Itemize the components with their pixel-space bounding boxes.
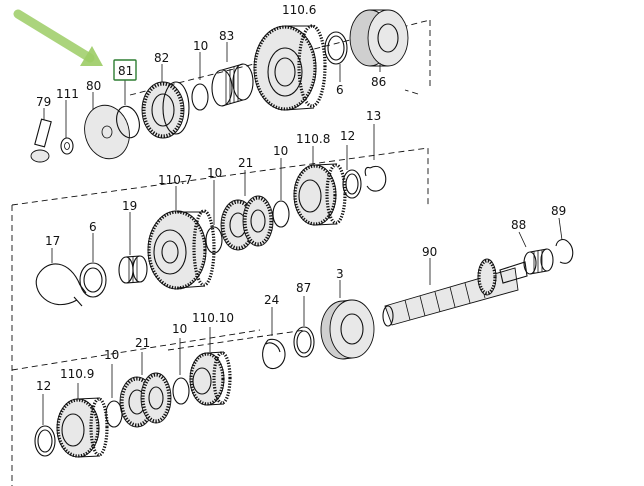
label-10-mid-left[interactable]: 10	[207, 166, 222, 180]
part-6-ring-middle[interactable]	[79, 233, 107, 298]
panel-outlines	[11, 19, 431, 486]
label-10-bottom-right[interactable]: 10	[172, 322, 187, 336]
label-10-bottom-left[interactable]: 10	[104, 348, 119, 362]
part-3-bearing[interactable]	[320, 280, 375, 360]
label-10-top[interactable]: 10	[193, 39, 208, 53]
part-13-circlip[interactable]	[364, 124, 387, 192]
label-110-9[interactable]: 110.9	[60, 367, 94, 381]
part-21-synchronizer-mid[interactable]	[220, 170, 274, 251]
label-19[interactable]: 19	[122, 199, 137, 213]
label-80[interactable]: 80	[86, 79, 101, 93]
part-89-circlip[interactable]	[555, 217, 574, 264]
part-110-8-gear[interactable]	[293, 146, 347, 226]
label-89[interactable]: 89	[551, 204, 566, 218]
part-24-circlip[interactable]	[262, 307, 286, 370]
highlight-box-81	[113, 59, 137, 81]
part-110-7-gear[interactable]	[147, 186, 216, 290]
label-79[interactable]: 79	[36, 95, 51, 109]
label-81[interactable]: 81	[118, 64, 133, 78]
label-13[interactable]: 13	[366, 109, 381, 123]
label-110-8[interactable]: 110.8	[296, 132, 330, 146]
part-82-synchronizer[interactable]	[141, 64, 190, 139]
label-12-bottom[interactable]: 12	[36, 379, 51, 393]
part-10-ring-top[interactable]	[191, 52, 209, 111]
part-10-ring-bottom-right[interactable]	[172, 338, 190, 405]
label-110-7[interactable]: 110.7	[158, 173, 192, 187]
part-19-needle-bearing[interactable]	[118, 212, 148, 284]
part-111-washer[interactable]	[60, 100, 74, 155]
part-80-plate[interactable]	[79, 92, 135, 164]
label-21-mid[interactable]: 21	[238, 156, 253, 170]
part-90-mainshaft[interactable]	[382, 258, 528, 327]
part-86-bearing[interactable]	[349, 9, 409, 72]
part-83-needle-bearing[interactable]	[211, 42, 254, 107]
label-83[interactable]: 83	[219, 29, 234, 43]
part-110-9-gear[interactable]	[56, 383, 109, 458]
pointer-arrow	[13, 9, 103, 66]
label-110-6[interactable]: 110.6	[282, 3, 316, 17]
part-87-ring[interactable]	[293, 296, 315, 358]
label-21-bottom[interactable]: 21	[135, 336, 150, 350]
part-labels: 79 111 80 81 82 10 83 110.6 6 86 110.7 1…	[36, 3, 566, 393]
label-17[interactable]: 17	[45, 234, 60, 248]
label-6-top[interactable]: 6	[336, 83, 344, 97]
part-10-ring-mid-left[interactable]	[205, 180, 223, 254]
label-110-10[interactable]: 110.10	[192, 311, 234, 325]
part-12-ring-mid[interactable]	[342, 145, 362, 199]
label-90[interactable]: 90	[422, 245, 437, 259]
label-24[interactable]: 24	[264, 293, 279, 307]
label-12-mid[interactable]: 12	[340, 129, 355, 143]
part-10-ring-mid-right[interactable]	[272, 158, 290, 228]
part-10-ring-bottom-left[interactable]	[105, 364, 123, 428]
label-86[interactable]: 86	[371, 75, 386, 89]
part-110-10-gear[interactable]	[189, 327, 232, 406]
label-6-mid[interactable]: 6	[89, 220, 97, 234]
label-111[interactable]: 111	[56, 87, 79, 101]
part-79-bolt[interactable]	[30, 108, 52, 163]
part-21-synchronizer-bottom[interactable]	[119, 352, 172, 428]
part-88-needle-bearing[interactable]	[518, 231, 554, 275]
label-87[interactable]: 87	[296, 281, 311, 295]
label-82[interactable]: 82	[154, 51, 169, 65]
part-6-ring-top[interactable]	[324, 31, 348, 82]
part-17-circlip[interactable]	[35, 248, 87, 307]
part-12-ring-bottom[interactable]	[34, 394, 56, 457]
label-10-mid-right[interactable]: 10	[273, 144, 288, 158]
part-81-snap-ring[interactable]	[113, 80, 143, 140]
label-88[interactable]: 88	[511, 218, 526, 232]
label-3[interactable]: 3	[336, 267, 344, 281]
part-110-6-gear[interactable]	[253, 24, 327, 111]
